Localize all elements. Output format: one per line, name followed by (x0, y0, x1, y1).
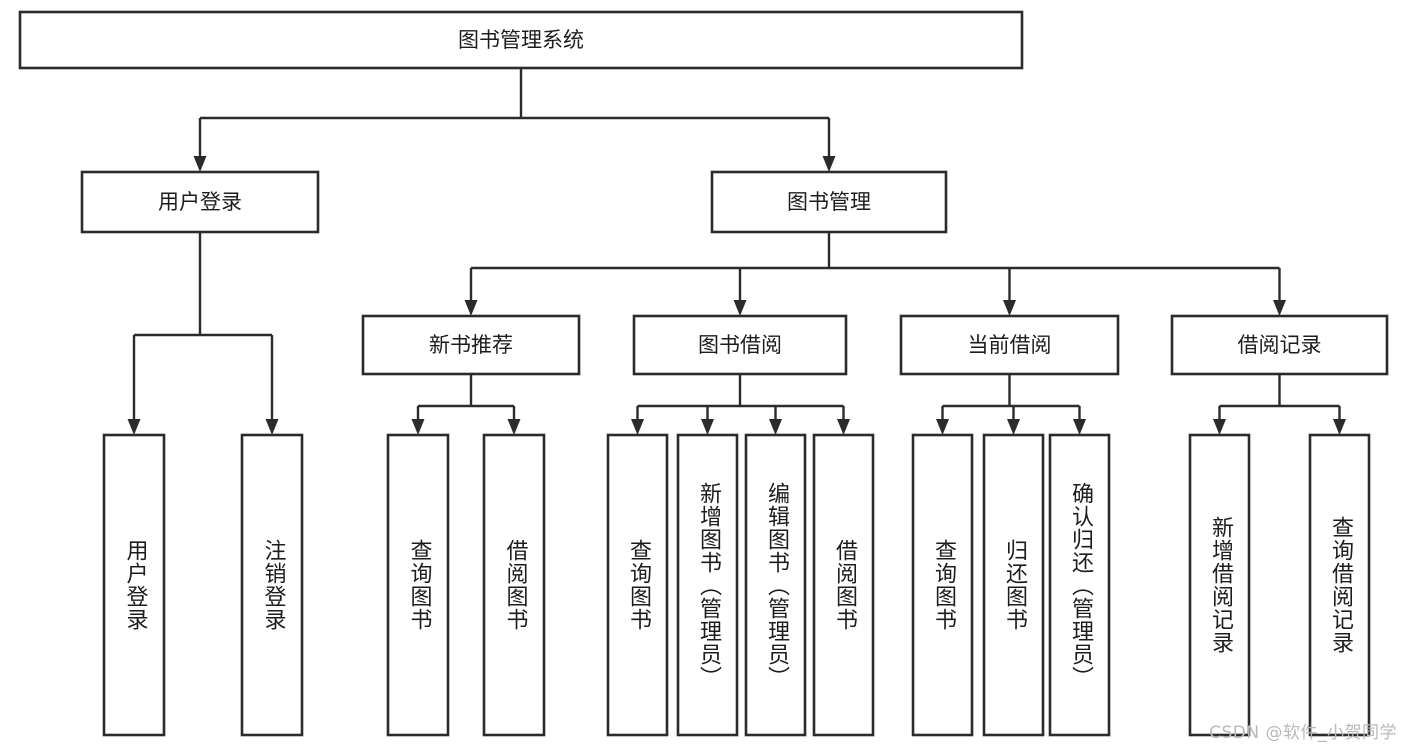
watermark-text: CSDN @软件_小贺同学 (1209, 723, 1397, 743)
arrowhead-icon (1007, 419, 1020, 435)
node-box[interactable] (710, 170, 948, 234)
arrowhead-icon (1073, 419, 1086, 435)
arrowhead-icon (1003, 300, 1016, 316)
node-borrow-record[interactable]: 借阅记录 (1170, 314, 1389, 376)
node-label: 借阅记录 (1238, 333, 1322, 357)
node-root[interactable]: 图书管理系统 (18, 10, 1024, 70)
node-leaf-add-record[interactable] (1188, 433, 1251, 737)
node-label: 当前借阅 (968, 333, 1052, 357)
arrowhead-icon (507, 419, 521, 435)
node-box[interactable] (1170, 314, 1389, 376)
node-box[interactable] (1048, 433, 1111, 737)
node-box[interactable] (899, 314, 1120, 376)
node-leaf-query-record[interactable] (1308, 433, 1371, 737)
arrowhead-icon (1273, 300, 1286, 316)
node-box[interactable] (482, 433, 546, 737)
node-leaf-query-book-2[interactable] (606, 433, 669, 737)
arrowhead-icon (411, 419, 425, 435)
node-box[interactable] (361, 314, 581, 376)
node-leaf-edit-book[interactable] (744, 433, 807, 737)
node-box[interactable] (240, 433, 304, 737)
node-box[interactable] (632, 314, 848, 376)
edge-group-book_manage (464, 232, 1286, 316)
arrowhead-icon (822, 156, 836, 172)
arrowhead-icon (127, 419, 141, 435)
edge-group-root (193, 68, 836, 172)
node-label: 用户登录 (158, 190, 242, 214)
node-box[interactable] (812, 433, 875, 737)
node-box[interactable] (80, 170, 320, 234)
node-leaf-logout[interactable] (240, 433, 304, 737)
arrowhead-icon (1333, 419, 1346, 435)
node-box[interactable] (102, 433, 166, 737)
arrowhead-icon (837, 419, 850, 435)
edge-group-current_borrow (936, 374, 1086, 435)
node-leaf-add-book[interactable] (676, 433, 739, 737)
node-box[interactable] (911, 433, 974, 737)
node-box[interactable] (676, 433, 739, 737)
arrowhead-icon (701, 419, 714, 435)
arrowhead-icon (733, 300, 747, 316)
node-leaf-return-book[interactable] (982, 433, 1045, 737)
edge-group-user_login (127, 232, 279, 435)
edge-group-borrow_record (1213, 374, 1346, 435)
node-label: 图书管理系统 (458, 28, 584, 52)
edge-group-new_book_rec (411, 374, 521, 435)
arrowhead-icon (631, 419, 644, 435)
node-new-book-rec[interactable]: 新书推荐 (361, 314, 581, 376)
node-box[interactable] (18, 10, 1024, 70)
node-leaf-confirm-return[interactable] (1048, 433, 1111, 737)
node-leaf-borrow-book-2[interactable] (812, 433, 875, 737)
node-box[interactable] (1188, 433, 1251, 737)
arrowhead-icon (464, 300, 478, 316)
node-box[interactable] (386, 433, 450, 737)
node-book-borrow[interactable]: 图书借阅 (632, 314, 848, 376)
arrowhead-icon (265, 419, 279, 435)
arrowhead-icon (193, 156, 207, 172)
node-box[interactable] (744, 433, 807, 737)
node-leaf-query-book-1[interactable] (386, 433, 450, 737)
node-box[interactable] (982, 433, 1045, 737)
node-current-borrow[interactable]: 当前借阅 (899, 314, 1120, 376)
node-label: 图书借阅 (698, 333, 782, 357)
arrowhead-icon (936, 419, 949, 435)
node-leaf-query-book-3[interactable] (911, 433, 974, 737)
node-label: 新书推荐 (429, 333, 513, 357)
arrowhead-icon (1213, 419, 1226, 435)
node-book-manage[interactable]: 图书管理 (710, 170, 948, 234)
node-leaf-borrow-book-1[interactable] (482, 433, 546, 737)
node-box[interactable] (1308, 433, 1371, 737)
node-box[interactable] (606, 433, 669, 737)
node-user-login[interactable]: 用户登录 (80, 170, 320, 234)
arrowhead-icon (769, 419, 782, 435)
node-leaf-user-login[interactable] (102, 433, 166, 737)
node-label: 图书管理 (787, 190, 871, 214)
edge-group-book_borrow (631, 374, 850, 435)
